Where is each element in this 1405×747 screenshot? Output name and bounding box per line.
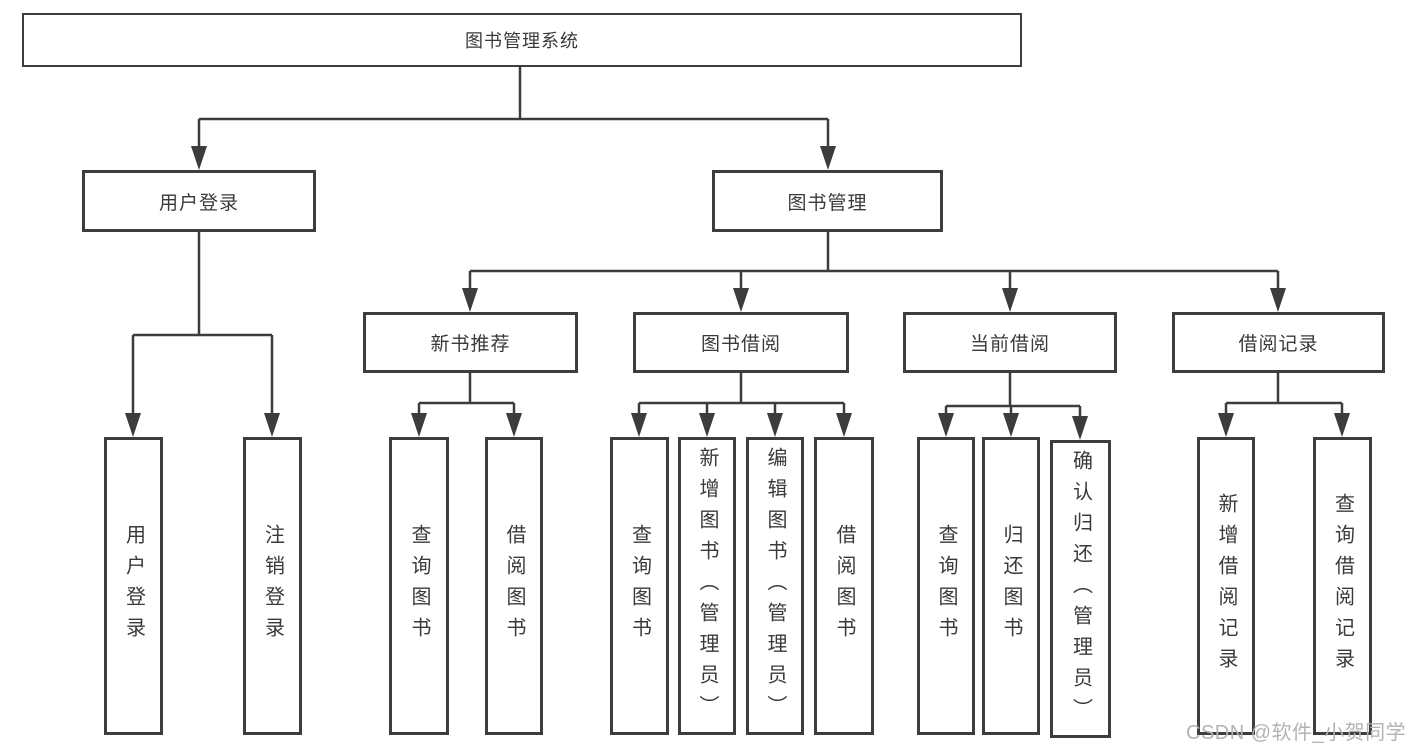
leaf-user-login: 用户登录 xyxy=(104,437,163,735)
csdn-watermark: CSDN @软件_小贺同学 xyxy=(1186,722,1405,744)
node-root-system: 图书管理系统 xyxy=(22,13,1022,67)
node-book-borrowing: 图书借阅 xyxy=(633,312,849,373)
node-book-management: 图书管理 xyxy=(712,170,943,232)
leaf-return-books: 归还图书 xyxy=(982,437,1040,735)
leaf-query-books-2: 查询图书 xyxy=(610,437,669,735)
leaf-edit-books-admin: 编辑图书（管理员） xyxy=(746,437,804,735)
node-new-book-recommend: 新书推荐 xyxy=(363,312,578,373)
node-root-label: 图书管理系统 xyxy=(465,31,579,51)
leaf-borrow-books-2-label: 借阅图书 xyxy=(833,524,855,648)
node-user-login: 用户登录 xyxy=(82,170,316,232)
node-current-borrowing-label: 当前借阅 xyxy=(969,334,1050,355)
node-borrowing-records: 借阅记录 xyxy=(1172,312,1385,373)
leaf-add-books-admin: 新增图书（管理员） xyxy=(678,437,736,735)
node-user-login-label: 用户登录 xyxy=(158,192,239,214)
node-borrowing-records-label: 借阅记录 xyxy=(1238,334,1319,355)
leaf-query-books-1: 查询图书 xyxy=(389,437,449,735)
leaf-logout: 注销登录 xyxy=(243,437,302,735)
leaf-borrow-books-2: 借阅图书 xyxy=(814,437,874,735)
leaf-user-login-label: 用户登录 xyxy=(122,524,145,648)
leaf-add-borrow-record-label: 新增借阅记录 xyxy=(1215,493,1237,679)
leaf-add-borrow-record: 新增借阅记录 xyxy=(1197,437,1255,735)
leaf-query-books-3-label: 查询图书 xyxy=(935,524,957,648)
node-book-borrowing-label: 图书借阅 xyxy=(700,334,781,355)
node-current-borrowing: 当前借阅 xyxy=(903,312,1117,373)
node-new-book-recommend-label: 新书推荐 xyxy=(430,334,511,355)
leaf-confirm-return-admin: 确认归还（管理员） xyxy=(1050,440,1111,738)
arrowheads xyxy=(125,146,1350,440)
leaf-return-books-label: 归还图书 xyxy=(1000,524,1022,648)
leaf-query-books-3: 查询图书 xyxy=(917,437,975,735)
leaf-query-borrow-record: 查询借阅记录 xyxy=(1313,437,1372,735)
leaf-logout-label: 注销登录 xyxy=(261,524,284,648)
leaf-confirm-return-admin-label: 确认归还（管理员） xyxy=(1069,449,1092,729)
node-book-management-label: 图书管理 xyxy=(787,192,868,214)
leaf-borrow-books-1: 借阅图书 xyxy=(485,437,543,735)
leaf-edit-books-admin-label: 编辑图书（管理员） xyxy=(764,446,786,726)
leaf-query-borrow-record-label: 查询借阅记录 xyxy=(1331,493,1354,679)
leaf-query-books-1-label: 查询图书 xyxy=(408,524,430,648)
leaf-query-books-2-label: 查询图书 xyxy=(628,524,651,648)
leaf-add-books-admin-label: 新增图书（管理员） xyxy=(696,446,718,726)
leaf-borrow-books-1-label: 借阅图书 xyxy=(503,524,525,648)
